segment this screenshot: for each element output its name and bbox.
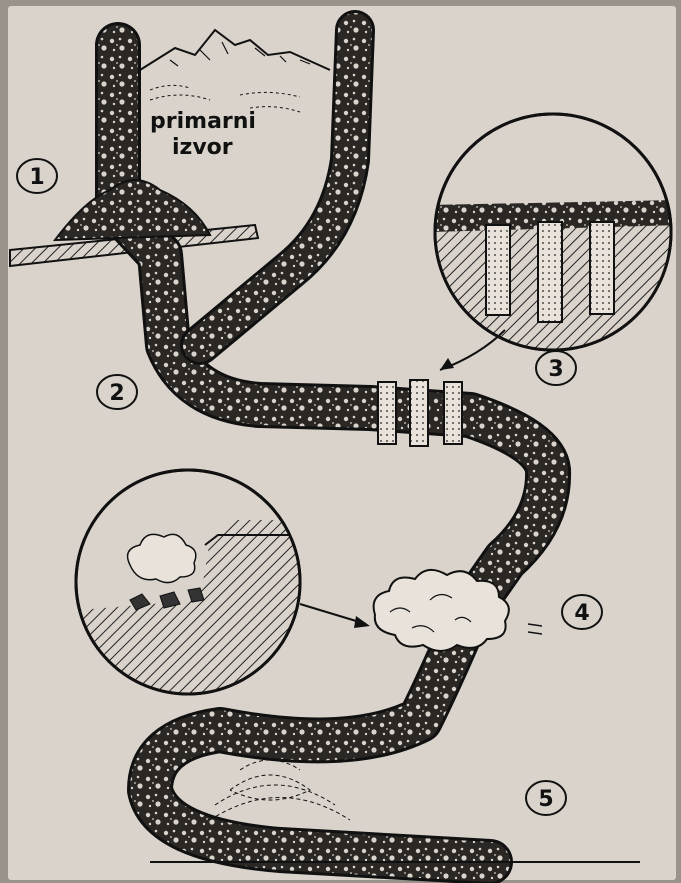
detail-circle-clamps: [430, 114, 680, 370]
stage-marker-1-label: 1: [29, 165, 44, 190]
pipe-clamps: [378, 380, 462, 446]
stage-marker-5-label: 5: [538, 787, 553, 812]
source-label: primarni izvor: [150, 109, 256, 160]
stage-marker-3-label: 3: [548, 357, 563, 382]
stage-marker-5: 5: [526, 781, 566, 815]
stage-marker-1: 1: [17, 159, 57, 193]
stage-marker-4: 4: [562, 595, 602, 629]
stage-marker-2: 2: [97, 375, 137, 409]
source-label-line2: izvor: [172, 135, 233, 160]
detail-circle-rupture: [76, 470, 370, 700]
stage-marker-3: 3: [536, 351, 576, 385]
source-label-line1: primarni: [150, 109, 256, 134]
sediment-layers: [210, 760, 350, 820]
stage-marker-2-label: 2: [109, 381, 124, 406]
mountains: [140, 30, 330, 112]
stage-marker-4-label: 4: [574, 601, 589, 626]
